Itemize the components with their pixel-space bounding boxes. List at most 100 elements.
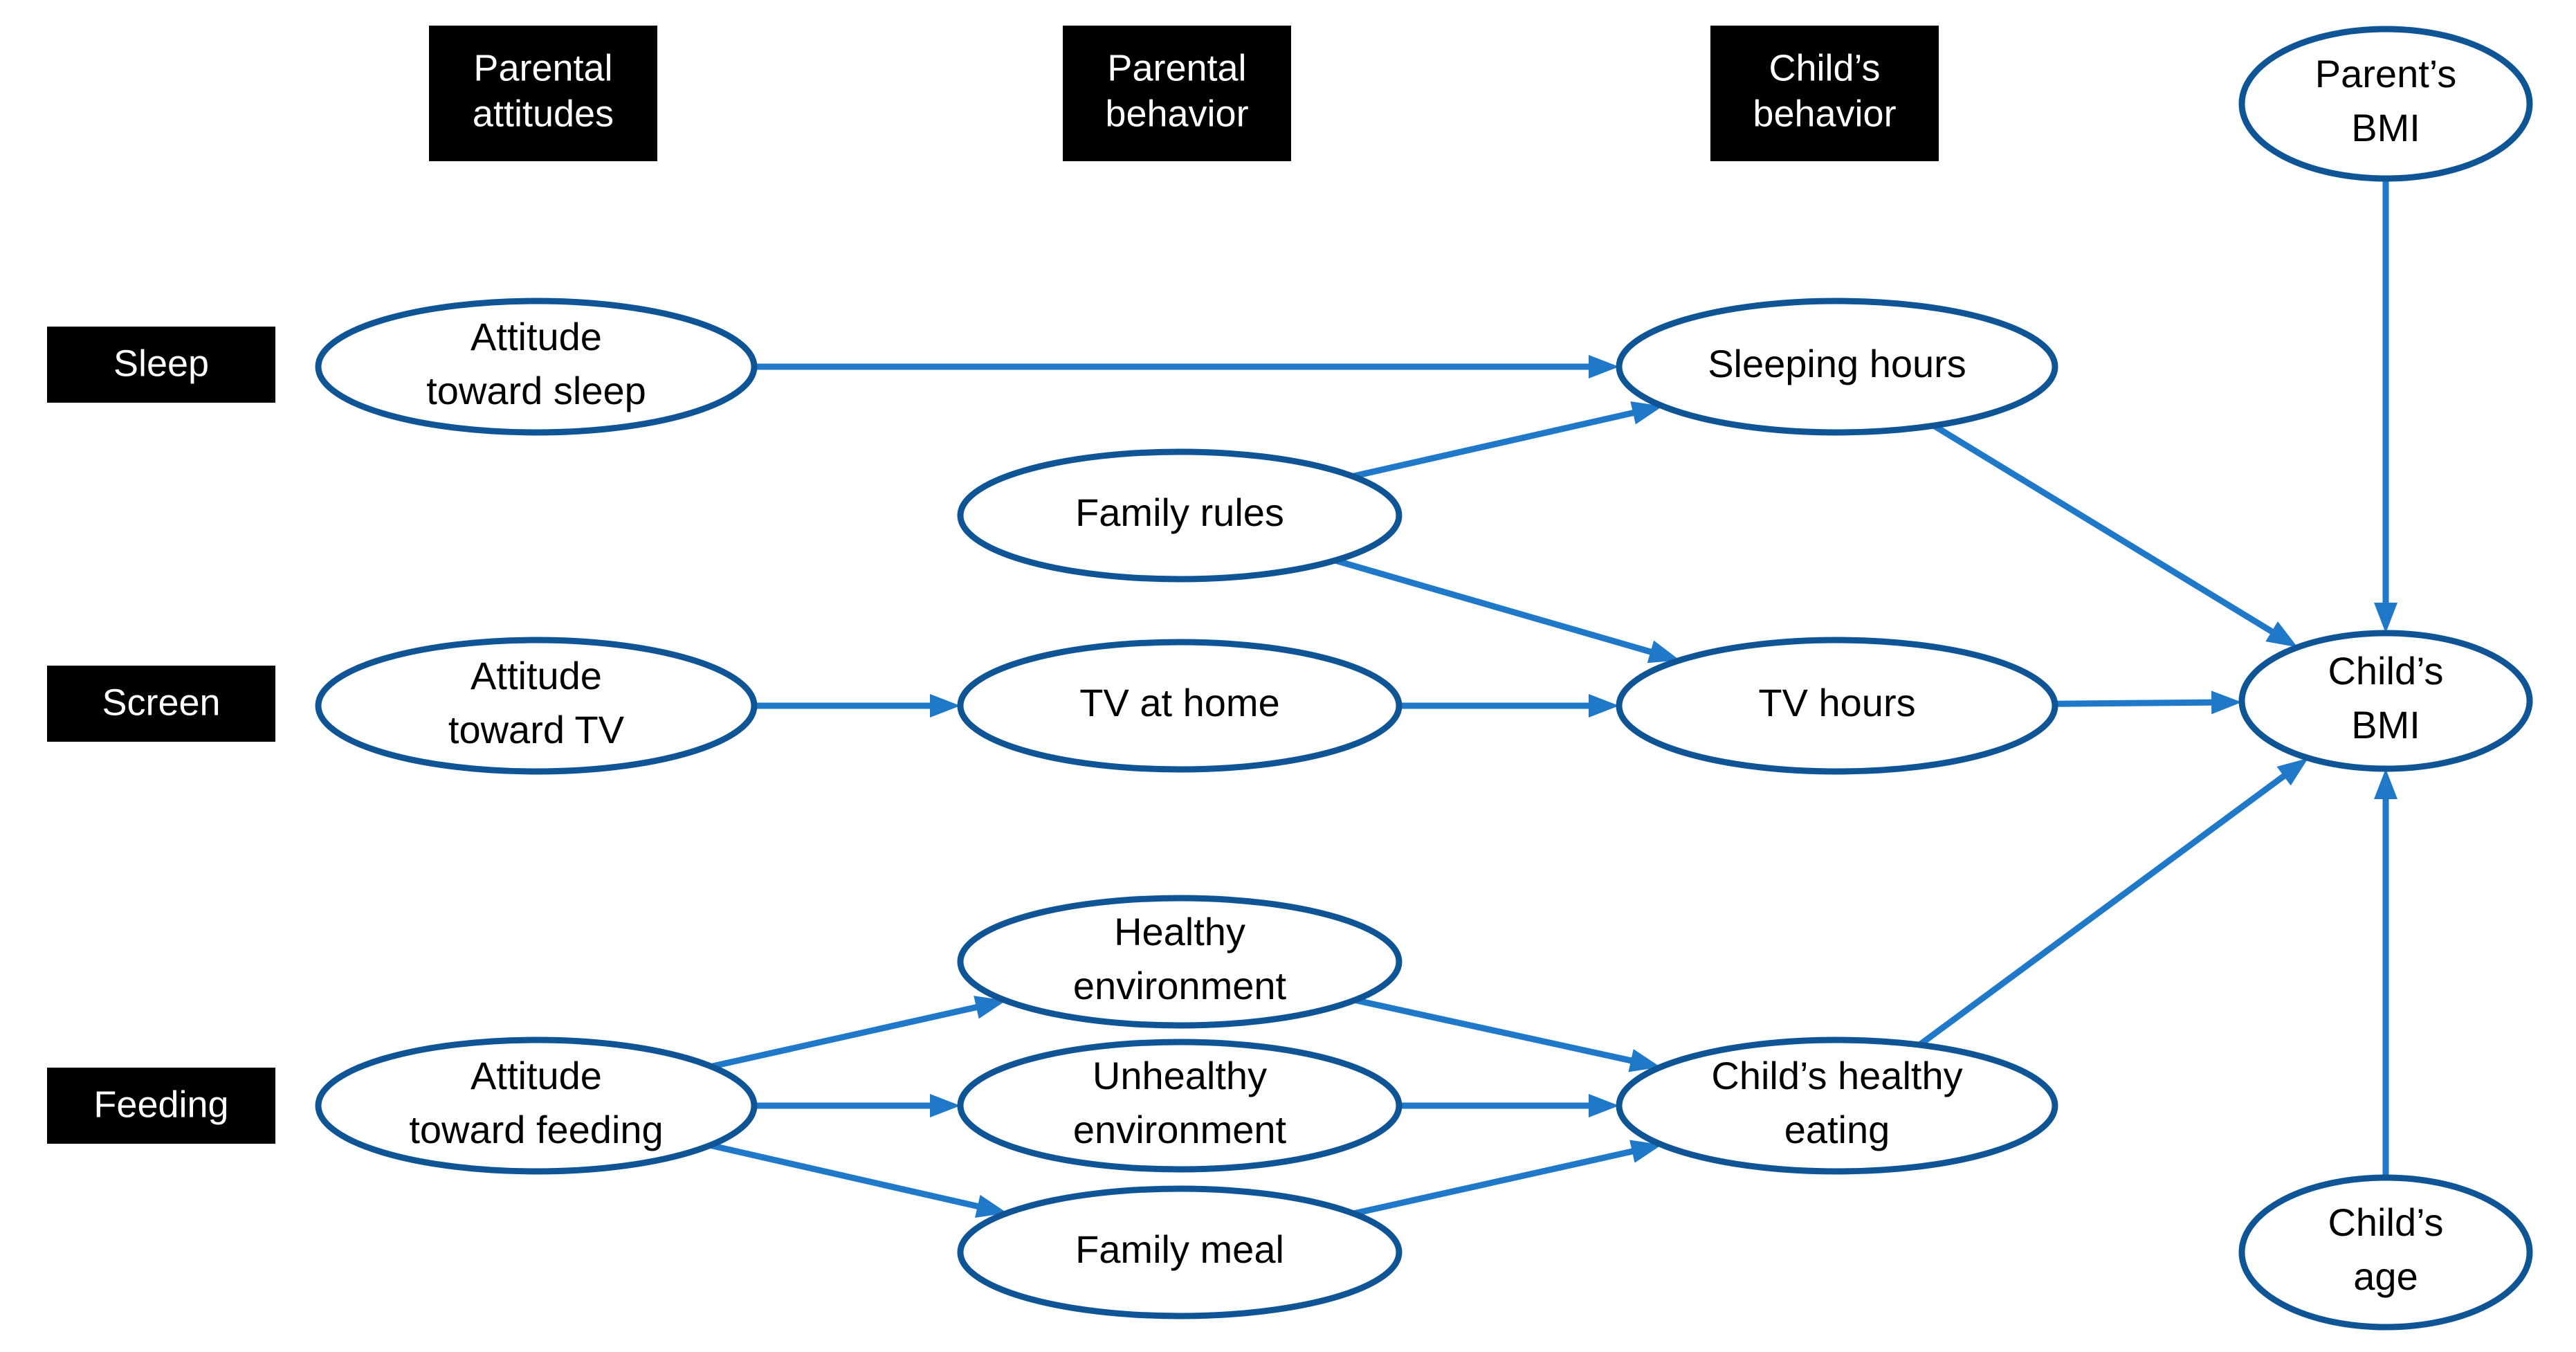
node-ellipse[interactable] [1616,298,2058,436]
node-ellipse[interactable] [957,448,1403,583]
node-ellipse[interactable] [2238,26,2533,182]
row-label-box [47,327,275,403]
node-ellipse[interactable] [315,298,758,436]
edge-arrowhead-icon [1628,1049,1661,1072]
node-label: Family rules [1075,491,1284,534]
column-header-box [429,26,657,161]
node-label: toward feeding [409,1108,663,1151]
column-header-label: Parental [1107,47,1246,89]
edge-childs-healthy-eating-to-childs-bmi [1917,758,2309,1048]
header-layer: ParentalattitudesParentalbehaviorChild’s… [47,26,1939,1144]
edge-arrowhead-icon [930,1094,960,1117]
row-label-feeding: Feeding [47,1068,275,1144]
node-label: toward sleep [426,369,646,412]
edge-tv-hours-to-childs-bmi [2054,691,2242,715]
node-label: age [2353,1254,2418,1298]
node-tv-at-home[interactable]: TV at home [957,639,1403,773]
node-ellipse[interactable] [2238,1174,2533,1331]
edge-line [1351,409,1638,479]
edge-arrowhead-icon [930,694,960,718]
node-label: Healthy [1114,910,1245,953]
row-label-box [47,666,275,742]
column-header-label: Parental [473,47,612,89]
node-sleeping-hours[interactable]: Sleeping hours [1616,298,2058,436]
node-ellipse[interactable] [957,1185,1403,1319]
edge-arrowhead-icon [1589,355,1619,378]
node-label: TV at home [1079,681,1279,724]
node-ellipse[interactable] [957,895,1403,1029]
row-label-screen: Screen [47,666,275,742]
edge-line [1354,997,1636,1065]
edge-childs-age-to-childs-bmi [2374,769,2397,1178]
node-label: environment [1073,1108,1287,1151]
column-header-label: behavior [1753,93,1896,134]
node-label: BMI [2351,106,2420,149]
node-family-rules[interactable]: Family rules [957,448,1403,583]
edge-arrowhead-icon [1629,1140,1662,1163]
column-header-label: behavior [1105,93,1248,134]
node-label: BMI [2351,703,2420,747]
column-header-label: Child’s [1769,47,1880,89]
node-label: Child’s [2328,1200,2443,1244]
edge-arrowhead-icon [2374,769,2397,799]
node-label: Child’s [2328,649,2443,693]
node-label: Attitude [471,1054,602,1097]
row-label-text: Feeding [93,1084,228,1125]
edge-arrowhead-icon [2276,758,2309,786]
node-childs-age[interactable]: Child’s age [2238,1174,2533,1331]
node-label: Attitude [471,654,602,697]
row-label-text: Sleep [113,342,209,384]
edge-line [1353,1147,1637,1217]
edge-arrowhead-icon [2265,621,2298,648]
edge-healthy-environment-to-childs-healthy-eating [1354,997,1661,1072]
edge-arrowhead-icon [2211,691,2242,715]
edge-sleeping-hours-to-childs-bmi [1932,423,2298,648]
node-ellipse[interactable] [1616,637,2058,775]
node-label: Sleeping hours [1708,342,1966,385]
edge-line [709,1142,983,1211]
edge-attitude-feeding-to-unhealthy-environment [754,1094,960,1117]
node-ellipse[interactable] [2238,630,2533,772]
edge-arrowhead-icon [2374,603,2397,633]
edge-line [711,1003,981,1070]
edge-layer [709,179,2397,1218]
edge-arrowhead-icon [1589,694,1619,718]
edge-tv-at-home-to-tv-hours [1399,694,1619,718]
edge-unhealthy-environment-to-childs-healthy-eating [1399,1094,1619,1117]
edge-line [1932,423,2277,637]
edge-line [1917,771,2290,1048]
node-label: eating [1784,1108,1890,1151]
node-ellipse[interactable] [1616,1036,2058,1175]
edge-parents-bmi-to-childs-bmi [2374,179,2397,633]
node-tv-hours[interactable]: TV hours [1616,637,2058,775]
node-ellipse[interactable] [957,639,1403,773]
node-label: Parent’s [2315,52,2456,95]
edge-arrowhead-icon [1589,1094,1619,1117]
column-header-label: attitudes [473,93,614,134]
edge-arrowhead-icon [1647,640,1680,664]
node-label: Family meal [1075,1227,1284,1271]
node-ellipse[interactable] [315,1036,758,1175]
edge-family-rules-to-tv-hours [1334,557,1680,664]
edge-line [2054,699,2216,707]
edge-attitude-feeding-to-healthy-environment [711,996,1006,1070]
edge-arrowhead-icon [974,996,1006,1019]
node-family-meal[interactable]: Family meal [957,1185,1403,1319]
edge-attitude-sleep-to-sleeping-hours [754,355,1619,378]
column-header-box [1063,26,1291,161]
node-ellipse[interactable] [315,637,758,775]
row-label-text: Screen [102,682,220,723]
node-attitude-toward-feeding[interactable]: Attitude toward feeding [315,1036,758,1175]
node-ellipse[interactable] [957,1039,1403,1173]
